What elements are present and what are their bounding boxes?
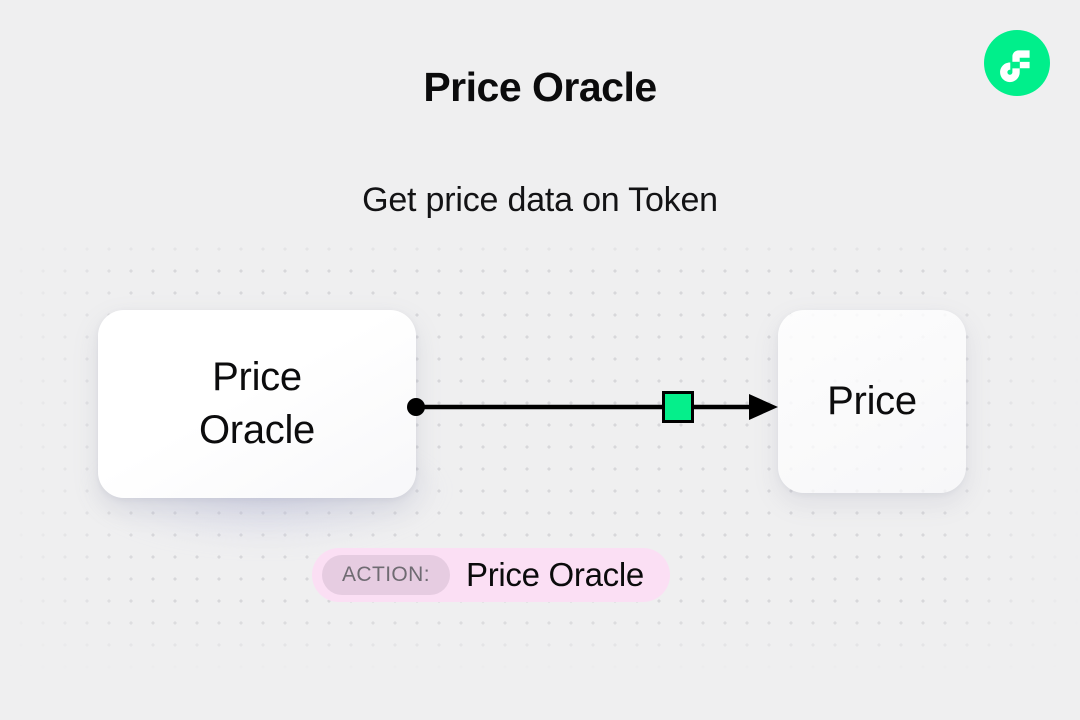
page-title: Price Oracle xyxy=(423,64,657,110)
flow-logo-icon xyxy=(984,30,1050,96)
node-price-oracle-label: Price Oracle xyxy=(198,354,315,452)
edge-chip-icon[interactable] xyxy=(662,391,694,423)
action-badge[interactable]: ACTION: Price Oracle xyxy=(312,548,670,602)
arrowhead xyxy=(749,394,778,420)
connector-price-oracle-to-price[interactable] xyxy=(404,388,796,428)
action-badge-value: Price Oracle xyxy=(465,556,644,593)
page-subtitle: Get price data on Token xyxy=(362,181,718,219)
node-price-oracle[interactable]: Price Oracle xyxy=(98,310,416,498)
node-price[interactable]: Price xyxy=(778,310,966,493)
action-badge-tag: ACTION: xyxy=(322,555,450,595)
node-price-label: Price xyxy=(827,378,917,423)
